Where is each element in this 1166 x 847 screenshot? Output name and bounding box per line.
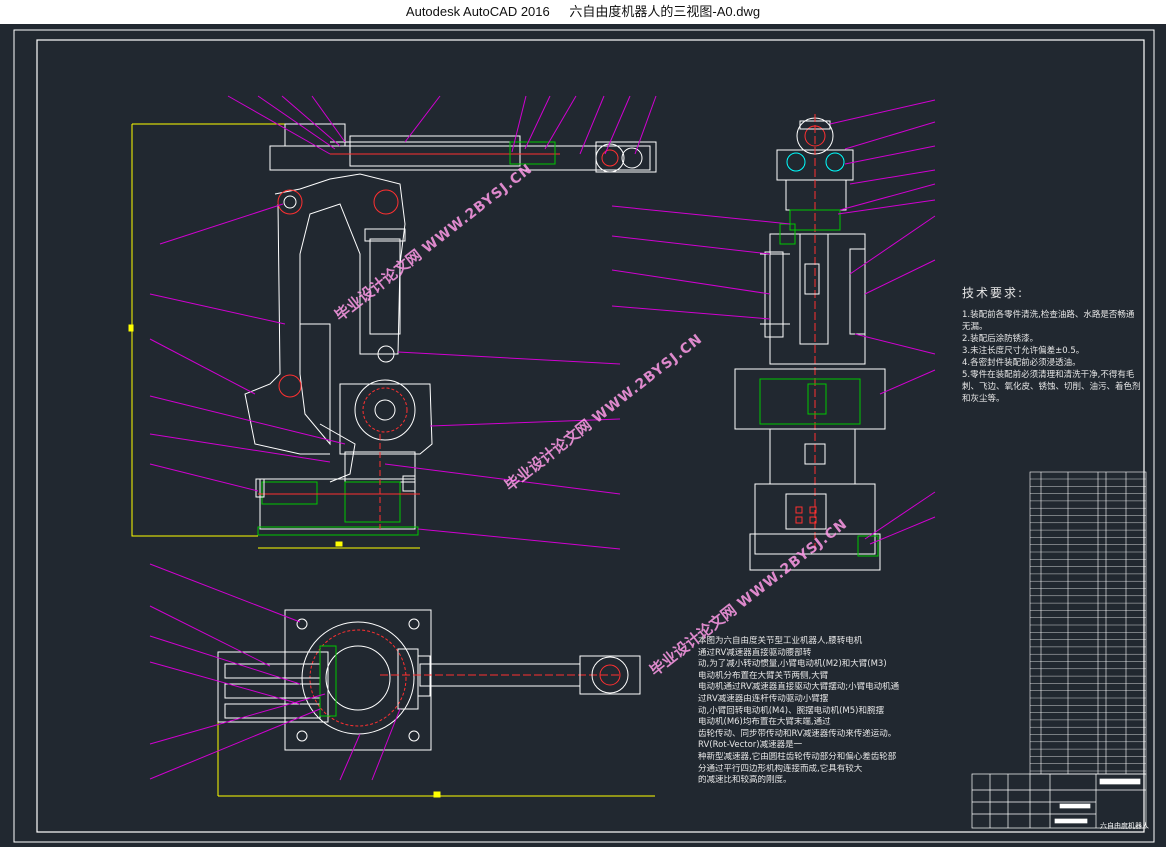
side-view-dimension-frame — [128, 123, 420, 549]
technical-requirements: 技术要求: 1.装配前各零件清洗,检查油路、水路是否畅通无漏。 2.装配后涂防锈… — [962, 284, 1142, 405]
side-view — [244, 123, 657, 536]
front-view — [734, 114, 886, 571]
app-name: Autodesk AutoCAD 2016 — [405, 4, 550, 19]
note-line: 种新型减速器,它由圆柱齿轮传动部分和偏心差齿轮部 — [698, 751, 897, 762]
tech-line-4: 4.各密封件装配前必须浸透油。 — [962, 358, 1081, 368]
cad-drawing — [13, 29, 1155, 843]
tech-line-3: 3.未注长度尺寸允许偏差±0.5。 — [962, 346, 1085, 356]
title-block-name: 六自由度机器人 — [1100, 822, 1149, 830]
top-view — [217, 609, 641, 751]
title-block — [971, 773, 1147, 829]
note-line: 本图为六自由度关节型工业机器人,腰转电机 — [698, 636, 863, 646]
tech-line-2: 2.装配后涂防锈漆。 — [962, 334, 1039, 344]
file-name: 六自由度机器人的三视图-A0.dwg — [569, 4, 761, 19]
note-line: 分通过平行四边形机构连接而成,它具有较大 — [698, 763, 863, 774]
note-line: 通过RV减速器直接驱动腰部转 — [698, 647, 812, 658]
top-view-dimension-frame — [217, 662, 655, 798]
note-line: 的减速比和较高的刚度。 — [698, 775, 792, 786]
note-line: 动,为了减小转动惯量,小臂电动机(M2)和大臂(M3) — [698, 659, 887, 670]
drawing-viewport[interactable]: 技术要求: 1.装配前各零件清洗,检查油路、水路是否畅通无漏。 2.装配后涂防锈… — [0, 24, 1166, 847]
window-title-bar: Autodesk AutoCAD 2016 六自由度机器人的三视图-A0.dwg — [0, 0, 1166, 25]
outer-border — [13, 29, 1155, 843]
tech-line-1: 1.装配前各零件清洗,检查油路、水路是否畅通无漏。 — [962, 310, 1135, 332]
note-line: 过RV减速器由连杆传动驱动小臂摆 — [698, 693, 829, 704]
note-line: 电动机通过RV减速器直接驱动大臂摆动;小臂电动机通 — [698, 682, 900, 693]
parts-list-table — [1029, 471, 1147, 775]
inner-border — [36, 39, 1145, 833]
note-line: 齿轮传动、同步带传动和RV减速器传动来传递运动。 — [698, 728, 897, 739]
note-line: 电动机分布置在大臂关节两侧,大臂 — [698, 670, 829, 681]
design-notes: 本图为六自由度关节型工业机器人,腰转电机 通过RV减速器直接驱动腰部转 动,为了… — [698, 636, 943, 787]
note-line: RV(Rot-Vector)减速器是一 — [698, 740, 803, 751]
note-line: 电动机(M6)均布置在大臂末端,通过 — [698, 717, 831, 728]
leader-lines — [149, 95, 936, 781]
tech-heading: 技术要求: — [962, 286, 1025, 300]
tech-line-5: 5.零件在装配前必须清理和清洗干净,不得有毛刺、飞边、氧化皮、锈蚀、切削、油污、… — [962, 370, 1141, 404]
note-line: 动,小臂回转电动机(M4)、腕摆电动机(M5)和腕摆 — [698, 705, 884, 716]
